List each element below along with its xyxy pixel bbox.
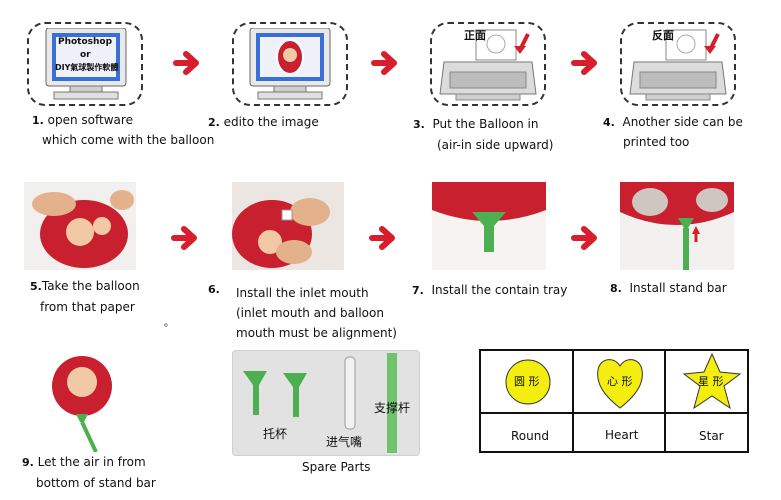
step1-frame [27, 22, 143, 106]
shapes-table-vline2 [664, 349, 666, 453]
step6-number: 6. [208, 283, 220, 296]
heart-shape-name: Heart [605, 428, 639, 442]
step1-text: 1. open software [32, 110, 133, 131]
step3-text: 3. Put the Balloon in [413, 114, 538, 135]
monitor-text-line3: DIY氣球製作軟體 [55, 63, 119, 72]
step6-line3: mouth must be alignment) [236, 326, 397, 340]
step4-text: 4. Another side can be [603, 112, 743, 133]
arrow-right-icon [171, 226, 197, 250]
round-shape-name: Round [511, 429, 549, 443]
step9-text: 9. Let the air in from [22, 452, 146, 473]
step1-line2: which come with the balloon [42, 133, 215, 147]
heart-shape-text: 心 形 [607, 375, 633, 388]
step3-number: 3. [413, 118, 425, 131]
step9-number: 9. [22, 456, 34, 469]
printer-icon [436, 28, 542, 102]
step6-line2: (inlet mouth and balloon [236, 306, 384, 320]
arrow-right-icon [571, 226, 597, 250]
spare-inlet-label: 进气嘴 [326, 435, 363, 449]
step5-text: 5.Take the balloon [30, 276, 140, 297]
step5-line1: Take the balloon [41, 279, 140, 293]
step2-text: 2. edito the image [208, 112, 319, 133]
spare-parts-panel [232, 350, 420, 456]
step7-number: 7. [412, 284, 424, 297]
step6-line1: Install the inlet mouth [236, 286, 369, 300]
step1-line1: open software [47, 113, 133, 127]
step2-number: 2. [208, 116, 220, 129]
step9-line2: bottom of stand bar [36, 476, 156, 490]
monitor-icon [40, 27, 132, 100]
arrow-right-icon [173, 51, 199, 75]
shapes-table-hline [479, 412, 749, 414]
star-shape-icon [682, 352, 742, 410]
step2-frame [232, 22, 348, 106]
round-shape-icon [505, 359, 551, 405]
step7-line1: Install the contain tray [431, 283, 568, 297]
arrow-right-icon [369, 226, 395, 250]
step1-number: 1. [32, 114, 44, 127]
printer-label-back: 反面 [652, 29, 674, 42]
step3-line1: Put the Balloon in [432, 117, 539, 131]
printer-icon [626, 28, 732, 102]
step4-line2: printed too [623, 135, 690, 149]
step7-text: 7. Install the contain tray [412, 280, 567, 301]
step8-text: 8. Install stand bar [610, 278, 727, 299]
arrow-right-icon [571, 51, 597, 75]
shapes-table-vline1 [572, 349, 574, 453]
spare-tray-label: 托杯 [263, 427, 288, 441]
step8-number: 8. [610, 282, 622, 295]
step3-line2: (air-in side upward) [437, 138, 554, 152]
monitor-text-line1: Photoshop [58, 37, 113, 47]
star-shape-name: Star [699, 429, 724, 443]
printer-label-front: 正面 [464, 29, 486, 42]
monitor-text-line2: or [80, 50, 91, 60]
step5-line2: from that paper [40, 300, 135, 314]
heart-shape-icon [597, 359, 643, 409]
step8-line1: Install stand bar [629, 281, 727, 295]
round-shape-text: 圆 形 [514, 375, 540, 388]
step8-photo [620, 182, 734, 270]
spare-bar-label: 支撑杆 [374, 401, 411, 415]
step4-number: 4. [603, 116, 615, 129]
step9-line1: Let the air in from [37, 455, 146, 469]
spare-parts-caption: Spare Parts [302, 460, 371, 474]
step3-frame [430, 22, 546, 106]
balloon-on-stand-image [44, 352, 124, 453]
step4-line1: Another side can be [622, 115, 743, 129]
small-mark: 。 [164, 318, 174, 329]
star-shape-text: 星 形 [698, 375, 724, 388]
step4-frame [620, 22, 736, 106]
step7-photo [432, 182, 546, 270]
step6-photo [232, 182, 344, 270]
monitor-with-photo-icon [244, 27, 336, 100]
step5-photo [24, 182, 136, 270]
arrow-right-icon [371, 51, 397, 75]
step2-line1: edito the image [223, 115, 319, 129]
step5-number: 5. [30, 280, 42, 293]
